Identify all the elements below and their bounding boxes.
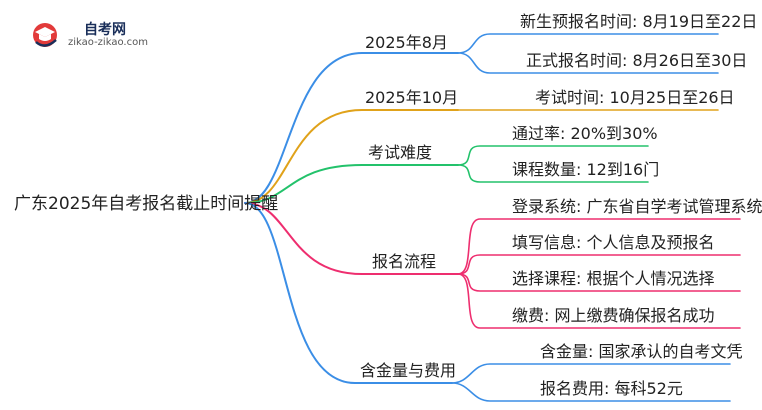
connector-process-leaf-1 bbox=[457, 254, 741, 275]
connector-process-leaf-3 bbox=[457, 273, 741, 329]
connector-root-cost bbox=[244, 202, 356, 384]
connector-root-difficulty bbox=[244, 164, 363, 204]
graduation-cap-icon bbox=[33, 23, 57, 47]
leaf-payment: 缴费: 网上缴费确保报名成功 bbox=[512, 306, 715, 325]
branch-label-difficulty: 考试难度 bbox=[368, 143, 433, 162]
leaf-value: 含金量: 国家承认的自考文凭 bbox=[540, 342, 743, 361]
leaf-aug-formal-registration: 正式报名时间: 8月26日至30日 bbox=[526, 51, 748, 70]
logo-title: 自考网 bbox=[84, 22, 126, 38]
leaf-course-count: 课程数量: 12到16门 bbox=[512, 160, 660, 179]
root-topic: 广东2025年自考报名截止时间提醒 bbox=[14, 194, 279, 214]
connector-aug-leaf-1 bbox=[457, 52, 719, 74]
leaf-fee: 报名费用: 每科52元 bbox=[540, 379, 683, 398]
branch-label-oct: 2025年10月 bbox=[365, 88, 459, 107]
connector-difficulty-leaf-1 bbox=[457, 164, 649, 183]
connector-root-process bbox=[244, 202, 363, 275]
leaf-choose-courses: 选择课程: 根据个人情况选择 bbox=[512, 269, 715, 288]
connector-cost-leaf-1 bbox=[451, 382, 731, 402]
connector-difficulty-leaf-0 bbox=[457, 145, 649, 166]
leaf-aug-pre-registration: 新生预报名时间: 8月19日至22日 bbox=[520, 12, 758, 31]
connector-cost-leaf-0 bbox=[451, 363, 731, 384]
branch-label-cost: 含金量与费用 bbox=[360, 361, 457, 380]
leaf-pass-rate: 通过率: 20%到30% bbox=[512, 124, 658, 143]
connector-root-oct bbox=[244, 109, 363, 204]
connector-root-aug bbox=[244, 52, 363, 204]
site-logo[interactable]: 自考网 zikao-zikao.com bbox=[30, 16, 170, 52]
leaf-login-system: 登录系统: 广东省自学考试管理系统 bbox=[512, 197, 762, 216]
branch-label-process: 报名流程 bbox=[372, 252, 437, 271]
leaf-fill-info: 填写信息: 个人信息及预报名 bbox=[512, 233, 715, 252]
connector-aug-leaf-0 bbox=[457, 33, 719, 54]
leaf-oct-exam-time: 考试时间: 10月25日至26日 bbox=[535, 88, 735, 107]
logo-subtitle: zikao-zikao.com bbox=[68, 37, 148, 48]
branch-label-aug: 2025年8月 bbox=[365, 33, 448, 52]
connector-process-leaf-0 bbox=[457, 218, 741, 275]
